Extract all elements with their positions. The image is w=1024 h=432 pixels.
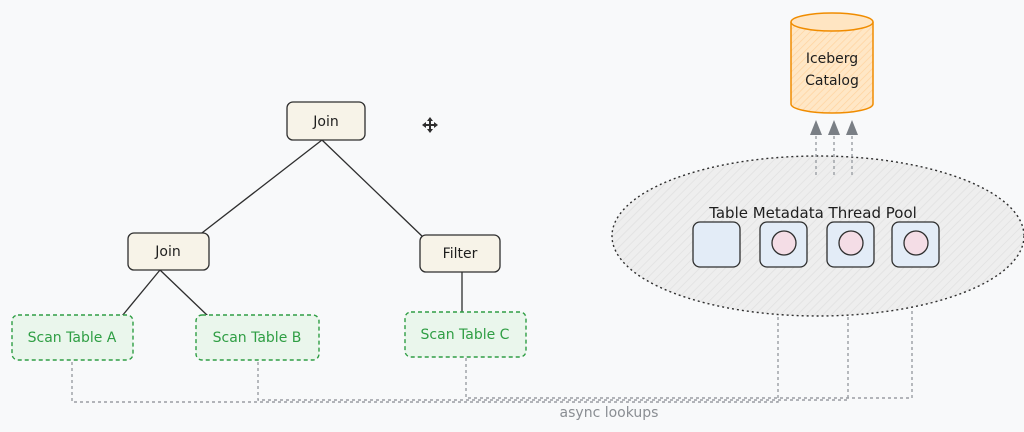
pool-slot-busy [759,221,808,268]
catalog-request-arrows [810,120,858,178]
catalog-label-line1: Iceberg [806,51,858,67]
thread-pool[interactable]: Table Metadata Thread Pool [611,155,1024,317]
worker-thread-icon [838,230,864,256]
lookup-line-scan-b [257,290,849,401]
edge-join-scan-b [159,269,209,317]
arrowhead-catalog-1 [810,120,822,135]
node-root-join[interactable]: Join [286,101,366,141]
node-root-join-label: Join [312,114,338,130]
node-left-join-label: Join [154,244,180,260]
node-filter-label: Filter [443,246,478,262]
catalog-label-line2: Catalog [805,73,859,89]
pool-slot-busy [826,221,875,268]
edge-label-background [548,403,672,421]
pool-slot-idle [692,221,741,268]
worker-thread-icon [903,230,929,256]
node-scan-table-a[interactable]: Scan Table A [11,314,134,361]
scan-table-c-label: Scan Table C [421,327,510,343]
node-filter[interactable]: Filter [419,234,501,273]
arrowhead-catalog-3 [846,120,858,135]
tree-edges [121,139,463,317]
scan-table-b-label: Scan Table B [213,330,302,346]
iceberg-catalog-database[interactable]: Iceberg Catalog [790,12,874,114]
pool-slot-busy [891,221,940,268]
node-scan-table-b[interactable]: Scan Table B [195,314,320,361]
pool-slots [692,221,940,268]
lookup-line-scan-c [465,290,913,399]
edge-join-scan-a [121,269,161,317]
arrowhead-catalog-2 [828,120,840,135]
node-scan-table-c[interactable]: Scan Table C [404,311,527,358]
node-left-join[interactable]: Join [127,232,210,271]
thread-pool-title: Table Metadata Thread Pool [708,204,917,222]
edge-label-async-lookups: async lookups [560,405,659,421]
move-cursor-icon [422,117,438,133]
edge-root-left-join [197,139,323,237]
worker-thread-icon [771,230,797,256]
async-lookup-lines [71,290,913,403]
lookup-line-scan-a [71,290,779,403]
scan-table-a-label: Scan Table A [28,330,117,346]
edge-root-filter [321,139,425,239]
